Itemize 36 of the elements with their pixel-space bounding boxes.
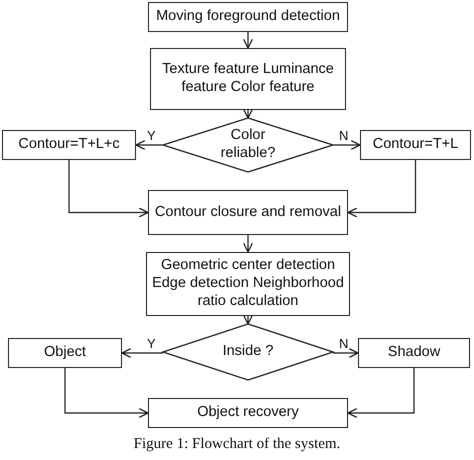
arrow <box>347 160 416 218</box>
process-box <box>148 190 348 235</box>
arrow <box>68 160 149 218</box>
process-box <box>148 2 348 32</box>
box-text: Contour closure and removal <box>154 204 342 222</box>
edge-label: Y <box>147 129 156 142</box>
box-text: Contour=T+L <box>372 136 458 154</box>
edge-label: N <box>339 337 348 350</box>
arrow <box>347 368 415 418</box>
box-text: Moving foreground detection <box>156 8 340 26</box>
figure-caption: Figure 1: Flowchart of the system. <box>132 436 342 453</box>
process-box <box>8 338 122 368</box>
box-text: Object recovery <box>197 404 299 422</box>
arrow <box>64 368 149 418</box>
box-text: Object <box>44 344 86 362</box>
arrow <box>121 348 163 358</box>
box-text: Texture feature Luminance feature Color feature <box>161 61 335 97</box>
edge-label: N <box>339 129 348 142</box>
arrow <box>242 235 254 253</box>
arrow <box>242 32 254 49</box>
arrow <box>333 140 361 150</box>
process-box <box>358 338 470 368</box>
box-text: Shadow <box>388 344 440 362</box>
box-text: Contour=T+L+c <box>18 136 120 154</box>
decision-text: Color reliable? <box>220 127 276 163</box>
process-box <box>150 48 346 110</box>
arrow <box>242 314 254 325</box>
arrow <box>242 108 254 119</box>
edge-label: Y <box>147 337 156 350</box>
process-box <box>148 398 348 428</box>
process-box <box>360 130 471 160</box>
decision-text: Inside ? <box>222 343 274 361</box>
process-box <box>2 130 136 160</box>
arrow <box>135 140 163 150</box>
arrow <box>333 348 359 358</box>
box-text: Geometric center detection Edge detection Neighborhood ratio calculation <box>151 257 345 311</box>
